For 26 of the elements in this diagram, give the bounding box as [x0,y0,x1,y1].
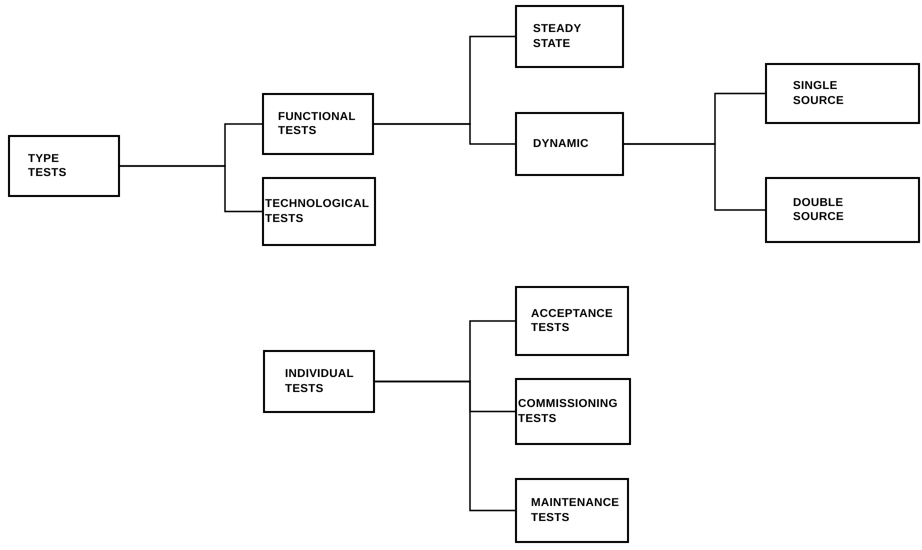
connector-line [374,123,515,145]
connector-line [375,380,515,512]
box-label: TYPE TESTS [28,152,68,180]
test-box [765,63,920,124]
test-box [263,350,375,413]
test-box [515,112,624,176]
connector-line [624,143,765,211]
box-label: DYNAMIC [533,136,590,152]
box-label: INDIVIDUAL TESTS [285,367,355,396]
box-label: FUNCTIONAL TESTS [278,110,357,138]
test-box [515,286,629,356]
box-label: COMMISSIONING TESTS [518,397,619,426]
box-label: DOUBLE SOURCE [793,196,846,224]
test-box [262,177,376,246]
box-label: MAINTENANCE TESTS [531,496,620,525]
connector-line [120,165,262,212]
test-box [515,378,631,445]
test-box [515,5,624,68]
test-box [8,135,120,197]
box-label: ACCEPTANCE TESTS [531,306,614,336]
box-label: STEADY STATE [533,22,582,51]
box-label: TECHNOLOGICAL TESTS [265,197,370,226]
test-box [515,478,629,543]
test-box [262,93,374,155]
test-box [765,177,920,243]
box-label: SINGLE SOURCE [793,79,846,108]
